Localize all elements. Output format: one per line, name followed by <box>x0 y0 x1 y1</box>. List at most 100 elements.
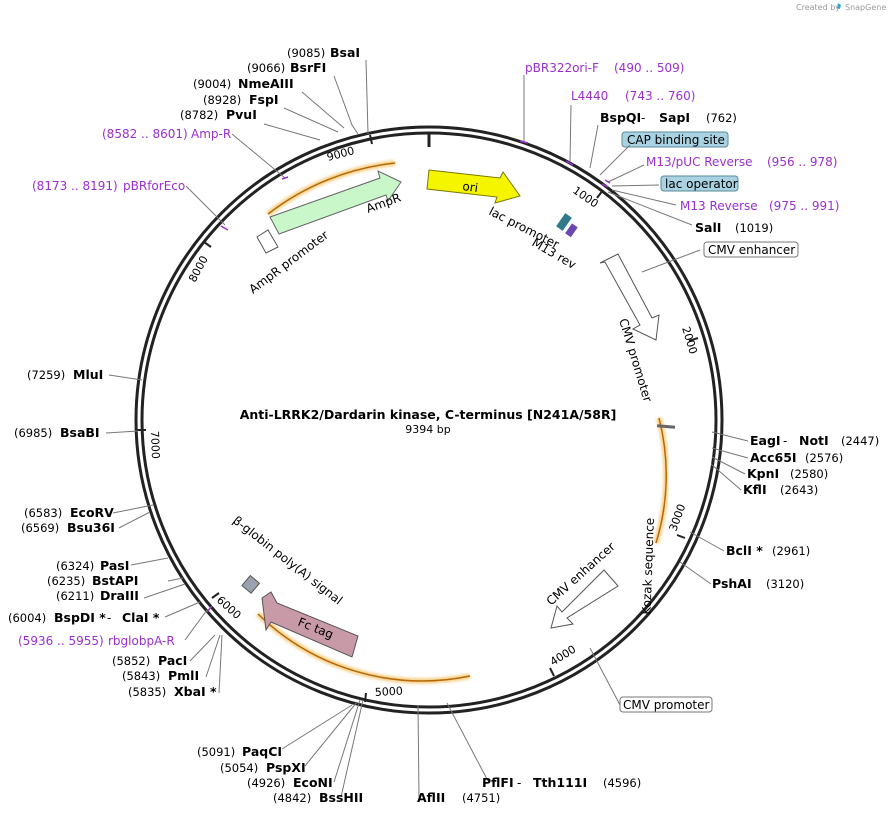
tick-mark-5000 <box>364 692 367 703</box>
enzyme-kpni-pos: (2580) <box>790 467 828 481</box>
m13-rev-mark[interactable] <box>565 223 578 238</box>
enzyme-fspi[interactable]: FspI <box>249 92 279 107</box>
enzyme-tth111i[interactable]: Tth111I <box>533 775 587 790</box>
ampr-feature[interactable] <box>269 170 402 235</box>
enzyme-pspxi[interactable]: PspXI <box>266 760 306 775</box>
primer-rbglobpa-r-range: (5936 .. 5955) <box>18 634 104 648</box>
ori-feature[interactable] <box>426 169 521 204</box>
enzyme-bsshii[interactable]: BssHII <box>319 790 363 805</box>
ampr-promoter-feature[interactable] <box>256 229 279 254</box>
cmv-enhancer-feature[interactable] <box>550 569 619 629</box>
enzyme-paqci-pos: (5091) <box>197 745 235 759</box>
enzyme-bspqi-sapi-pos: (762) <box>706 111 737 125</box>
enzyme-econi[interactable]: EcoNI <box>293 775 333 790</box>
lac-operator-mark[interactable] <box>556 213 572 231</box>
enzyme-paci[interactable]: PacI <box>158 653 187 668</box>
enzyme-acc65i[interactable]: Acc65I <box>750 450 797 465</box>
tick-mark-3000 <box>676 534 686 539</box>
primer-pbr322ori-f-range: (490 .. 509) <box>614 61 684 75</box>
primer-l4440[interactable]: L4440 <box>571 89 608 103</box>
enzyme-bstapi[interactable]: BstAPI <box>92 573 138 588</box>
tick-label-2000: 2000 <box>679 325 700 356</box>
tick-mark-1000 <box>596 189 604 199</box>
enzyme-bsabi[interactable]: BsaBI <box>60 425 100 440</box>
enzyme-eagi[interactable]: EagI <box>750 433 781 448</box>
primer-amp-r-range: (8582 .. 8601) <box>102 127 188 141</box>
primer-m13-puc-reverse-range: (956 .. 978) <box>767 155 837 169</box>
enzyme-mlui[interactable]: MluI <box>73 367 103 382</box>
enzyme-bsrfi[interactable]: BsrFI <box>290 60 326 75</box>
primer-pbrforeco[interactable]: pBRforEco <box>123 179 185 193</box>
enzyme-paci-pos: (5852) <box>112 654 150 668</box>
enzyme-clai[interactable]: ClaI * <box>122 610 160 625</box>
enzyme-paqci[interactable]: PaqCI <box>242 744 282 759</box>
leader-lines <box>105 59 749 798</box>
enzyme-kfli[interactable]: KflI <box>743 482 767 497</box>
snapgene-logo-icon <box>837 3 841 9</box>
cmv-enhancer-box[interactable]: CMV enhancer <box>703 241 799 258</box>
lac-operator-box[interactable]: lac operator <box>660 175 739 192</box>
enzyme-pmli[interactable]: PmlI <box>168 668 199 683</box>
primer-rbglobpa-r[interactable]: rbglobpA-R <box>108 634 175 648</box>
tick-label-7000: 7000 <box>148 431 162 459</box>
enzyme-bspqi-sep: - <box>641 111 645 125</box>
cmv-enhancer-box-text: CMV enhancer <box>708 243 795 257</box>
enzyme-acc65i-pos: (2576) <box>805 451 843 465</box>
enzyme-bstapi-pos: (6235) <box>47 574 85 588</box>
polya-feature[interactable] <box>241 574 261 594</box>
credit-text: Created by <box>796 3 840 12</box>
enzyme-eagi-sep: - <box>783 434 787 448</box>
fc-tag-feature[interactable] <box>261 591 359 658</box>
enzyme-xbai-pos: (5835) <box>128 685 166 699</box>
tick-label-8000: 8000 <box>186 254 211 285</box>
primer-m13-puc-reverse[interactable]: M13/pUC Reverse <box>646 155 753 169</box>
enzyme-eagi-noti-pos: (2447) <box>841 434 879 448</box>
enzyme-noti[interactable]: NotI <box>799 433 829 448</box>
cmv-promoter-feature[interactable] <box>599 253 660 341</box>
enzyme-nmeaiii[interactable]: NmeAIII <box>238 76 294 91</box>
enzyme-sali[interactable]: SalI <box>695 220 721 235</box>
enzyme-kpni[interactable]: KpnI <box>747 466 779 481</box>
enzyme-draiii-pos: (6211) <box>56 589 94 603</box>
enzyme-sapi[interactable]: SapI <box>659 110 690 125</box>
enzyme-pspxi-pos: (5054) <box>220 761 258 775</box>
enzyme-bspqi[interactable]: BspQI <box>600 110 641 125</box>
enzyme-pmli-pos: (5843) <box>122 669 160 683</box>
enzyme-bsai[interactable]: BsaI <box>330 45 360 60</box>
kozak-mark[interactable] <box>656 424 676 429</box>
enzyme-draiii[interactable]: DraIII <box>100 588 139 603</box>
enzyme-bsu36i[interactable]: Bsu36I <box>67 520 115 535</box>
enzyme-bspdi[interactable]: BspDI * <box>54 610 106 625</box>
plasmid-name: Anti-LRRK2/Dardarin kinase, C-terminus [… <box>240 407 617 422</box>
enzyme-econi-pos: (4926) <box>247 776 285 790</box>
enzyme-pflfi-sep: - <box>517 776 521 790</box>
primer-m13-reverse-range: (975 .. 991) <box>769 199 839 213</box>
tick-mark-9000 <box>369 134 373 145</box>
enzyme-pflfi[interactable]: PflFI <box>482 775 514 790</box>
scale-ticks <box>137 134 699 703</box>
tick-label-6000: 6000 <box>214 594 244 622</box>
enzyme-pshai[interactable]: PshAI <box>712 576 752 591</box>
cap-box[interactable]: CAP binding site <box>621 131 729 148</box>
enzyme-pvui[interactable]: PvuI <box>226 107 257 122</box>
enzyme-bsai-pos: (9085) <box>287 46 325 60</box>
cmv-promoter-box-text: CMV promoter <box>623 698 710 712</box>
backbone-outer-ring <box>134 125 724 715</box>
enzyme-bcli[interactable]: BclI * <box>726 543 763 558</box>
enzyme-mlui-pos: (7259) <box>27 368 65 382</box>
primer-pbr322ori-f[interactable]: pBR322ori-F <box>525 61 599 75</box>
tick-label-3000: 3000 <box>667 502 689 533</box>
primer-amp-r[interactable]: Amp-R <box>191 127 231 141</box>
enzyme-bsabi-pos: (6985) <box>14 426 52 440</box>
primer-m13-reverse[interactable]: M13 Reverse <box>680 199 758 213</box>
enzyme-bsrfi-pos: (9066) <box>247 61 285 75</box>
enzyme-xbai[interactable]: XbaI * <box>174 684 217 699</box>
enzyme-ecorv[interactable]: EcoRV <box>70 505 114 520</box>
enzyme-pasi[interactable]: PasI <box>100 558 129 573</box>
ori-label: ori <box>462 179 479 195</box>
cmv-promoter-box[interactable]: CMV promoter <box>619 696 713 713</box>
primer-pbrforeco-range: (8173 .. 8191) <box>32 179 118 193</box>
enzyme-aflii[interactable]: AflII <box>417 790 445 805</box>
enzyme-pshai-pos: (3120) <box>766 577 804 591</box>
